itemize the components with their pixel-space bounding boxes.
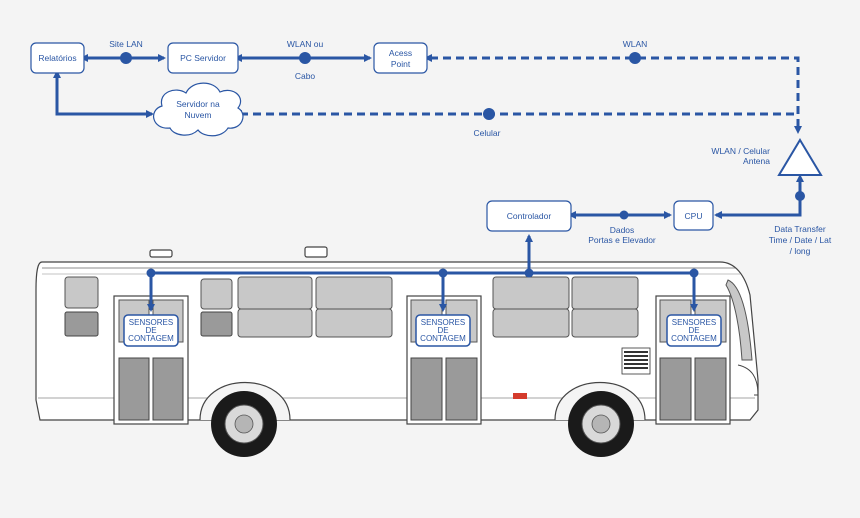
antenna-cpu-link <box>714 174 804 219</box>
relatorios-node: Relatórios <box>30 42 85 74</box>
celular-label: Celular <box>474 128 501 138</box>
sensor-3-line3: CONTAGEM <box>671 334 717 343</box>
pc-servidor-node: PC Servidor <box>167 42 239 74</box>
controlador-label: Controlador <box>507 211 552 221</box>
sensor-2-line3: CONTAGEM <box>420 334 466 343</box>
transfer-label-3: / long <box>790 246 811 256</box>
sensor-3-line1: SENSORES <box>672 318 716 327</box>
antenna-icon <box>777 138 823 176</box>
site-lan-label: Site LAN <box>109 39 143 49</box>
access-point-node: Acess Point <box>373 42 428 74</box>
sensor-1-line1: SENSORES <box>129 318 173 327</box>
pc-servidor-label: PC Servidor <box>180 53 226 63</box>
sensor-1-line2: DE <box>145 326 156 335</box>
cpu-node: CPU <box>673 200 714 231</box>
access-point-label-1: Acess <box>389 48 412 58</box>
antena-label-1: WLAN / Celular <box>711 146 770 156</box>
relatorios-label: Relatórios <box>38 53 76 63</box>
antenna-cpu-dot <box>795 191 805 201</box>
wlan-cabo-dot <box>299 52 311 64</box>
transfer-label-1: Data Transfer <box>774 224 826 234</box>
wlan-dot <box>629 52 641 64</box>
access-point-label-2: Point <box>391 59 411 69</box>
sensor-3-line2: DE <box>688 326 699 335</box>
cpu-label: CPU <box>685 211 703 221</box>
antena-label-2: Antena <box>743 156 770 166</box>
servidor-nuvem-node: Servidor na Nuvem <box>153 82 244 137</box>
sensor-1-line3: CONTAGEM <box>128 334 174 343</box>
sensor-box-1: SENSORES DE CONTAGEM <box>123 314 179 347</box>
wlan-dashed-link <box>424 54 802 134</box>
dados-label-2: Portas e Elevador <box>588 235 656 245</box>
sensor-box-3: SENSORES DE CONTAGEM <box>666 314 722 347</box>
sensor-2-line2: DE <box>437 326 448 335</box>
wlan-ou-label: WLAN ou <box>287 39 324 49</box>
controlador-node: Controlador <box>486 200 572 232</box>
site-lan-dot <box>120 52 132 64</box>
relatorios-servidor-link <box>53 70 154 118</box>
sensor-box-2: SENSORES DE CONTAGEM <box>415 314 471 347</box>
servidor-label-1: Servidor na <box>176 99 220 109</box>
dados-label-1: Dados <box>610 225 635 235</box>
transfer-label-2: Time / Date / Lat <box>769 235 832 245</box>
celular-dot <box>483 108 495 120</box>
sensor-2-line1: SENSORES <box>421 318 465 327</box>
servidor-label-2: Nuvem <box>185 110 212 120</box>
dados-dot <box>619 210 629 220</box>
cabo-label: Cabo <box>295 71 316 81</box>
bus-illustration <box>35 246 759 457</box>
controlador-node-dot <box>524 268 534 278</box>
wlan-label: WLAN <box>623 39 648 49</box>
